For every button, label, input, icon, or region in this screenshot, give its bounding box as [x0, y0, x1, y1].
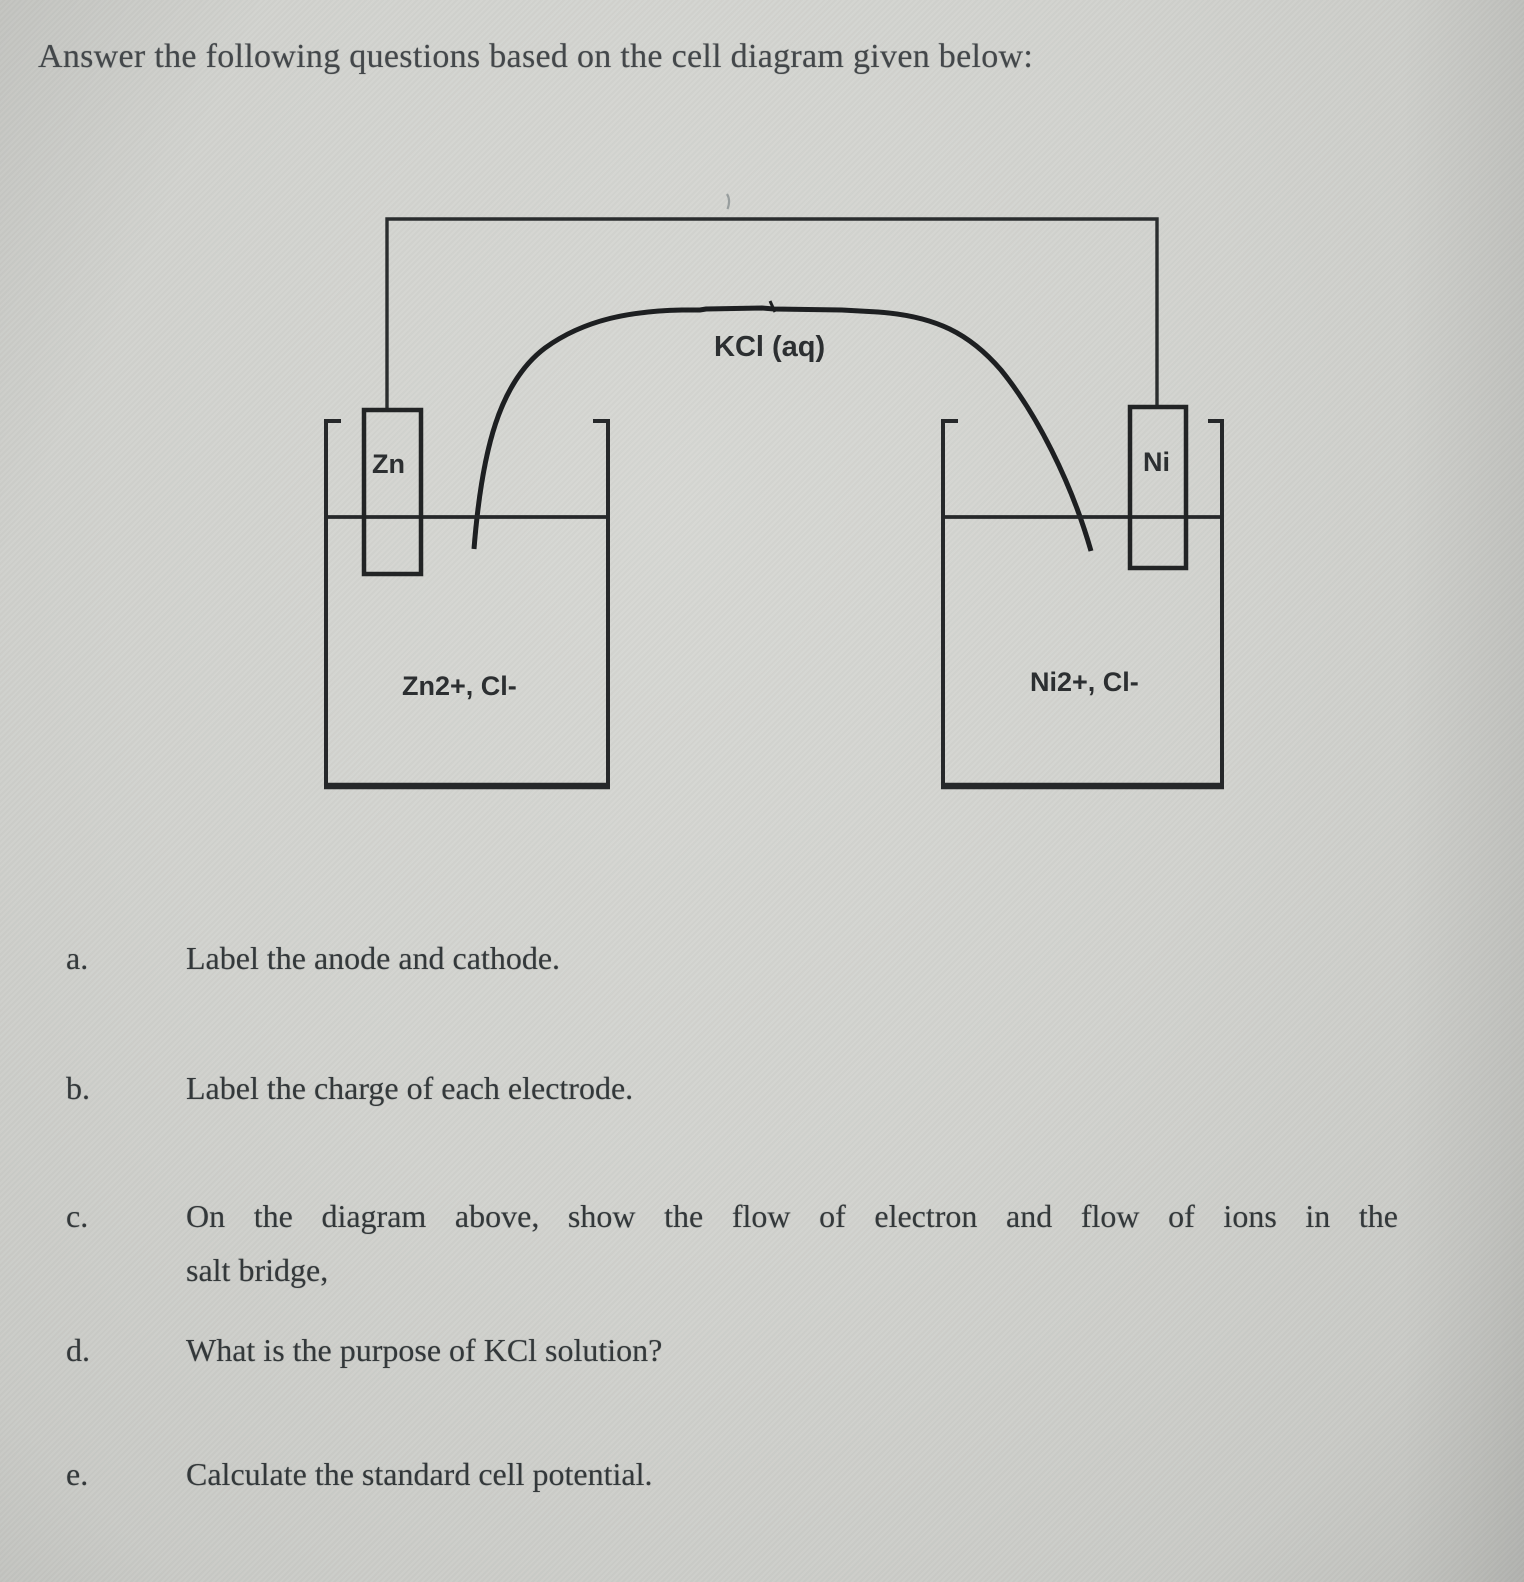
right-beaker — [941, 419, 1224, 788]
cell-diagram: KCl (aq) Zn Ni Zn2+, Cl- Ni2+, Cl- — [324, 193, 1224, 790]
left-beaker — [324, 419, 610, 788]
left-solution-label: Zn2+, Cl- — [402, 671, 517, 701]
question-c-line2: salt bridge, — [186, 1252, 329, 1288]
question-a-text: Label the anode and cathode. — [186, 940, 561, 976]
question-d: d. What is the purpose of KCl solution? — [66, 1328, 1398, 1372]
question-b: b. Label the charge of each electrode. — [66, 1066, 1398, 1110]
question-c-letter: c. — [66, 1198, 89, 1234]
question-b-text: Label the charge of each electrode. — [186, 1070, 634, 1106]
salt-bridge — [471, 305, 1094, 552]
question-e-text: Calculate the standard cell potential. — [186, 1456, 653, 1492]
question-c-text: On the diagram above, show the flow of e… — [186, 1194, 1398, 1292]
question-d-letter: d. — [66, 1332, 90, 1368]
zinc-electrode-label: Zn — [372, 449, 405, 479]
question-e: e. Calculate the standard cell potential… — [66, 1452, 1398, 1496]
stray-mark — [726, 193, 731, 210]
question-a-letter: a. — [66, 940, 89, 976]
nickel-electrode-label: Ni — [1143, 447, 1170, 477]
right-solution-label: Ni2+, Cl- — [1030, 667, 1139, 697]
salt-bridge-tick — [768, 300, 777, 313]
zinc-electrode — [361, 407, 424, 577]
question-d-text: What is the purpose of KCl solution? — [186, 1332, 663, 1368]
question-a: a. Label the anode and cathode. — [66, 936, 1398, 980]
salt-bridge-label: KCl (aq) — [714, 331, 825, 363]
nickel-electrode — [1127, 404, 1189, 571]
question-b-letter: b. — [66, 1070, 90, 1106]
page-title: Answer the following questions based on … — [38, 38, 1034, 75]
question-c: c. On the diagram above, show the flow o… — [66, 1194, 1398, 1292]
question-e-letter: e. — [66, 1456, 89, 1492]
external-circuit-wire — [385, 217, 1159, 410]
question-c-line1: On the diagram above, show the flow of e… — [186, 1198, 1398, 1234]
